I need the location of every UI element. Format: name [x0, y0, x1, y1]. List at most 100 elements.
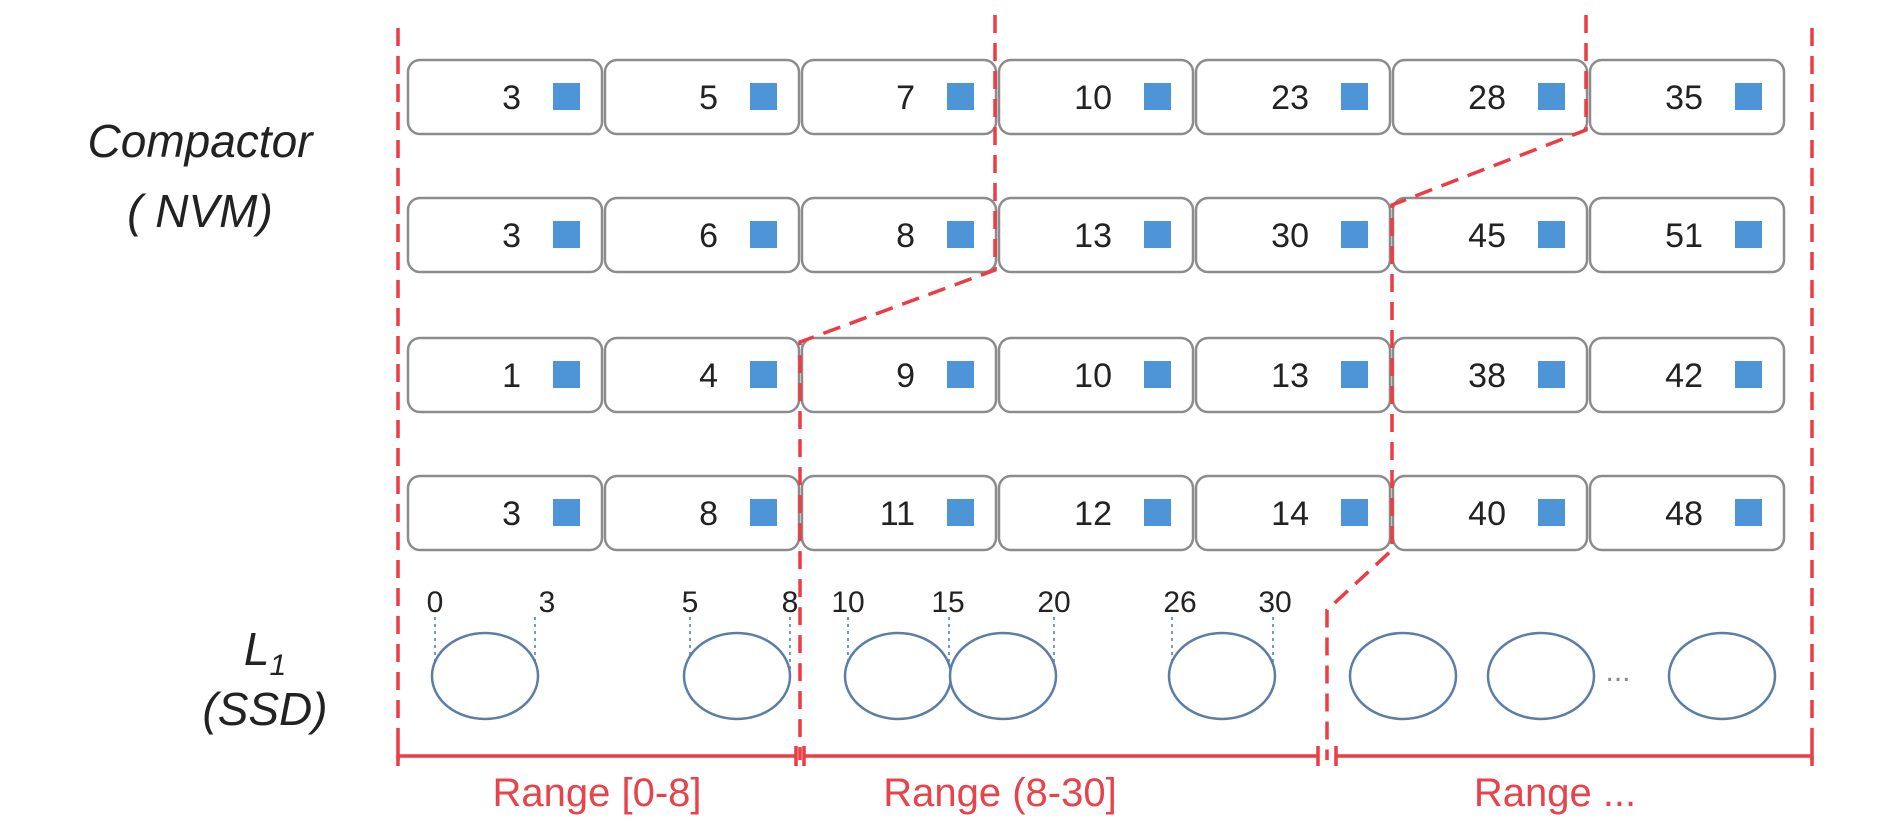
ssd-file	[1486, 631, 1596, 721]
key-cell: 12	[997, 474, 1195, 552]
key-cell-box	[800, 196, 998, 274]
key-cell-box	[997, 336, 1195, 414]
range-bracket-3	[1334, 746, 1814, 766]
key-cell: 4	[603, 336, 801, 414]
key-cell-box	[997, 196, 1195, 274]
range-label-0-8: Range [0-8]	[492, 771, 701, 815]
key-cell: 6	[603, 196, 801, 274]
key-cell-box	[1588, 196, 1786, 274]
key-value: 10	[1074, 79, 1112, 117]
key-cell-box	[1391, 58, 1589, 136]
value-pointer-icon	[1341, 361, 1368, 388]
compactor-row: 3 8 11 12 14 40 48	[406, 474, 1786, 552]
value-pointer-icon	[947, 221, 974, 248]
key-value: 30	[1271, 217, 1309, 255]
key-cell: 13	[1194, 336, 1392, 414]
key-cell-box	[1194, 58, 1392, 136]
key-cell-box	[800, 474, 998, 552]
key-value: 3	[502, 495, 521, 533]
ssd-files: ...	[430, 617, 1777, 721]
ssd-file	[1348, 631, 1458, 721]
ssd-file	[1667, 631, 1777, 721]
key-value: 12	[1074, 495, 1112, 533]
key-value: 13	[1074, 217, 1112, 255]
value-pointer-icon	[1144, 83, 1171, 110]
ssd-file	[948, 617, 1058, 721]
ssd-tick: 20	[1037, 586, 1070, 619]
key-value: 48	[1665, 495, 1703, 533]
key-value: 14	[1271, 495, 1309, 533]
key-value: 10	[1074, 357, 1112, 395]
ssd-tick: 3	[539, 586, 556, 619]
compactor-row: 1 4 9 10 13 38 42	[406, 336, 1786, 414]
ssd-tick: 10	[831, 586, 864, 619]
value-pointer-icon	[553, 83, 580, 110]
key-cell: 3	[406, 58, 604, 136]
key-cell: 28	[1391, 58, 1589, 136]
key-cell: 1	[406, 336, 604, 414]
key-cell-box	[603, 196, 801, 274]
key-cell-box	[1588, 474, 1786, 552]
key-cell-box	[997, 58, 1195, 136]
value-pointer-icon	[947, 361, 974, 388]
value-pointer-icon	[1735, 499, 1762, 526]
value-pointer-icon	[553, 361, 580, 388]
key-cell: 8	[800, 196, 998, 274]
key-cell: 3	[406, 474, 604, 552]
key-cell-box	[603, 336, 801, 414]
ssd-label: (SSD)	[202, 683, 327, 735]
key-value: 8	[699, 495, 718, 533]
key-cell: 10	[997, 336, 1195, 414]
key-value: 42	[1665, 357, 1703, 395]
key-value: 4	[699, 357, 718, 395]
key-cell: 40	[1391, 474, 1589, 552]
key-value: 3	[502, 217, 521, 255]
key-cell-box	[997, 474, 1195, 552]
key-cell: 35	[1588, 58, 1786, 136]
ssd-ticks: 0 3 5 8 10 15 20 26 30	[427, 586, 1292, 619]
key-cell: 8	[603, 474, 801, 552]
partition-line-30	[1325, 15, 1588, 760]
key-value: 35	[1665, 79, 1703, 117]
key-value: 6	[699, 217, 718, 255]
key-value: 40	[1468, 495, 1506, 533]
key-cell: 11	[800, 474, 998, 552]
key-cell: 5	[603, 58, 801, 136]
ssd-tick: 26	[1163, 586, 1196, 619]
key-cell-box	[406, 336, 604, 414]
partition-lines	[396, 15, 1814, 760]
ssd-tick: 30	[1258, 586, 1291, 619]
ssd-file	[843, 617, 953, 721]
key-value: 3	[502, 79, 521, 117]
range-label-8-30: Range (8-30]	[883, 771, 1116, 815]
key-value: 23	[1271, 79, 1309, 117]
value-pointer-icon	[1735, 361, 1762, 388]
value-pointer-icon	[750, 221, 777, 248]
value-pointer-icon	[1144, 361, 1171, 388]
key-value: 8	[896, 217, 915, 255]
ssd-file	[1167, 617, 1277, 721]
key-cell: 9	[800, 336, 998, 414]
key-cell: 3	[406, 196, 604, 274]
l1-label: L1	[244, 623, 286, 682]
value-pointer-icon	[750, 83, 777, 110]
key-cell-box	[1588, 336, 1786, 414]
value-pointer-icon	[1538, 361, 1565, 388]
key-value: 9	[896, 357, 915, 395]
partition-line-8	[798, 15, 997, 760]
key-cell-box	[603, 58, 801, 136]
key-value: 38	[1468, 357, 1506, 395]
key-cell: 30	[1194, 196, 1392, 274]
value-pointer-icon	[1144, 499, 1171, 526]
key-cell-box	[406, 196, 604, 274]
key-cell: 48	[1588, 474, 1786, 552]
value-pointer-icon	[947, 499, 974, 526]
key-cell-box	[1194, 196, 1392, 274]
key-cell: 38	[1391, 336, 1589, 414]
value-pointer-icon	[553, 221, 580, 248]
key-cell-box	[1588, 58, 1786, 136]
